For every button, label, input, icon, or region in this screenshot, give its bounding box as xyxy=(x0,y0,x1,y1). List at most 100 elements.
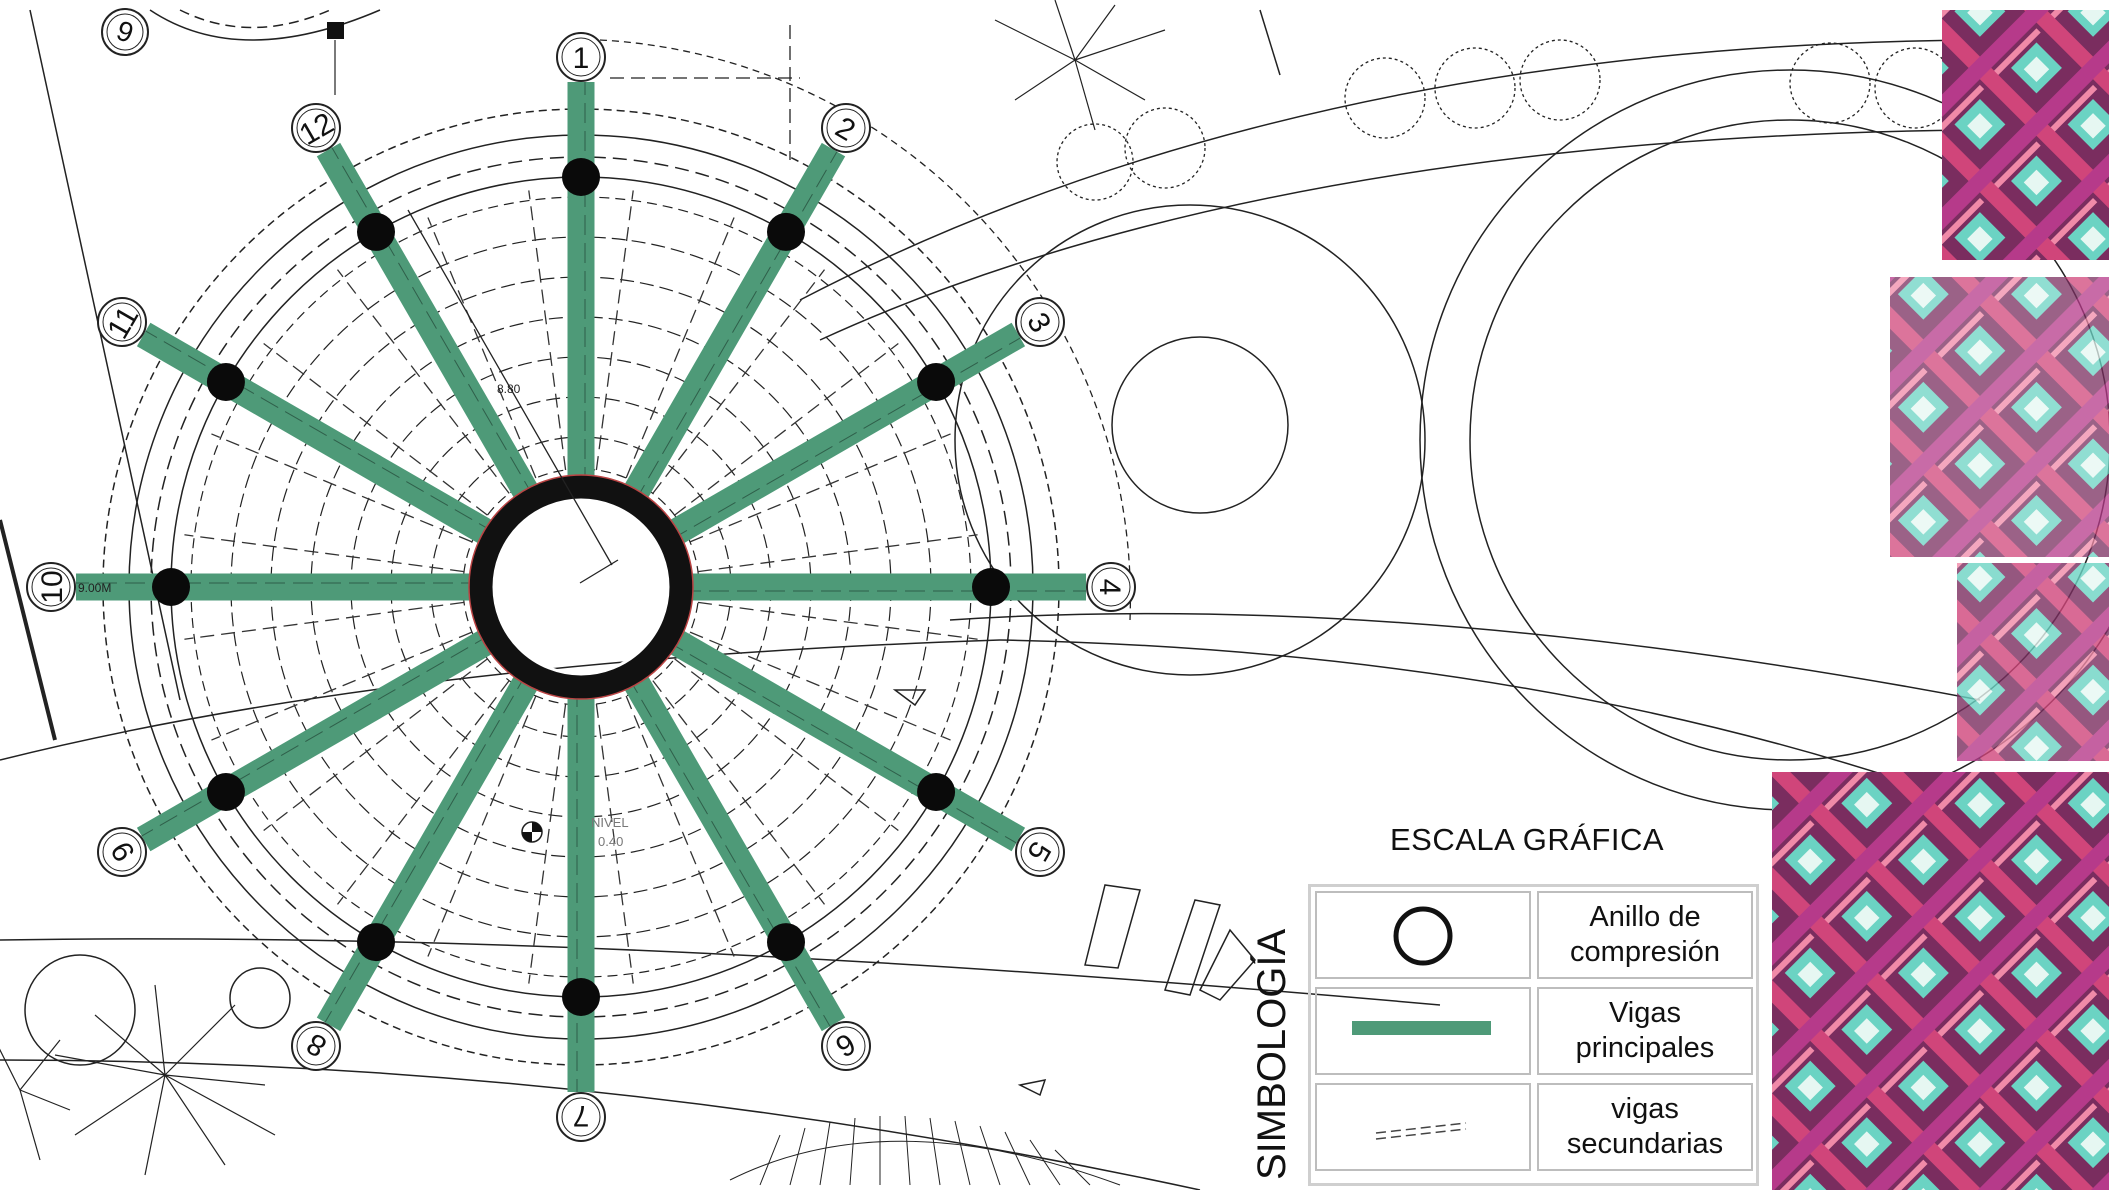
level-value: 0.40 xyxy=(598,834,623,849)
main-beams xyxy=(76,82,1086,1092)
level-label: NIVEL xyxy=(591,815,629,830)
secondary-beam xyxy=(697,601,978,640)
column xyxy=(917,773,956,811)
legend-symbol-cell xyxy=(1315,1083,1531,1171)
secondary-beam xyxy=(528,703,567,984)
beam-centerline xyxy=(665,640,1017,844)
main-beam xyxy=(660,322,1026,549)
legend-symbols xyxy=(1352,906,1491,1140)
furniture xyxy=(892,689,1256,1097)
axis-marker-11: 11 xyxy=(97,297,148,347)
secondary-beam-icon xyxy=(1375,1122,1467,1140)
level-marker-icon xyxy=(521,821,543,843)
secondary-beam xyxy=(652,269,826,494)
secondary-beam xyxy=(674,342,899,516)
main-beam xyxy=(619,666,846,1032)
legend-label-line2: principales xyxy=(1575,1032,1715,1064)
column xyxy=(206,773,245,811)
column xyxy=(206,363,245,401)
axis-marker-7: 7 xyxy=(556,1092,606,1142)
legend-title: ESCALA GRÁFICA xyxy=(1390,822,1665,857)
axis-marker-12: 12 xyxy=(291,103,341,154)
column xyxy=(917,363,956,401)
secondary-beam xyxy=(625,217,735,479)
dimension-lines xyxy=(407,209,619,584)
lattice-texture-images xyxy=(1772,10,2109,1190)
axis-label: 4 xyxy=(1093,579,1126,596)
legend-side-label: SIMBOLOGÍA xyxy=(1250,928,1294,1180)
main-beam xyxy=(136,625,502,852)
columns xyxy=(152,158,1010,1016)
secondary-beam xyxy=(595,703,634,984)
beam-centerline xyxy=(141,633,493,837)
column xyxy=(767,212,805,251)
legend-label-line1: Vigas xyxy=(1608,997,1681,1029)
column xyxy=(767,923,805,962)
beam-centerline xyxy=(331,147,535,499)
axis-label: 1 xyxy=(573,42,590,75)
column xyxy=(357,212,395,251)
secondary-beam xyxy=(184,601,465,640)
axis-marker-2: 2 xyxy=(821,103,871,154)
secondary-beam xyxy=(211,631,473,741)
beam-centerline xyxy=(324,671,528,1023)
column xyxy=(972,568,1010,606)
legend-label-line1: vigas xyxy=(1611,1093,1679,1125)
column xyxy=(152,568,190,606)
main-beam xyxy=(619,142,846,508)
column xyxy=(357,923,395,962)
axis-marker-1: 1 xyxy=(556,32,606,82)
secondary-beam xyxy=(427,695,537,957)
main-beam xyxy=(316,666,543,1032)
legend-symbol-cell xyxy=(1315,987,1531,1075)
legend-label-line2: secundarias xyxy=(1566,1128,1724,1160)
secondary-beam xyxy=(336,680,510,905)
axis-marker-6: 6 xyxy=(821,1020,871,1071)
axis-marker-4: 4 xyxy=(1086,562,1136,612)
secondary-beam xyxy=(674,658,899,832)
beam-centerline xyxy=(669,337,1021,541)
axis-marker-3: 3 xyxy=(1014,297,1065,347)
trees xyxy=(1056,39,2051,201)
axis-marker-5: 5 xyxy=(1014,827,1065,877)
secondary-beam xyxy=(625,695,735,957)
legend-label-line2: compresión xyxy=(1570,936,1720,968)
secondary-beam xyxy=(211,433,473,543)
dimension-width-label: 9.00M xyxy=(78,581,111,595)
beam-centerline xyxy=(145,330,497,534)
axis-marker-8: 8 xyxy=(291,1020,341,1071)
dome-rings xyxy=(102,25,1132,1066)
main-beam xyxy=(136,322,502,549)
column xyxy=(562,158,600,196)
secondary-beam xyxy=(263,658,488,832)
secondary-beam xyxy=(427,217,537,479)
main-beam xyxy=(316,142,543,508)
axis-label: 10 xyxy=(36,570,69,603)
axis-marker-corner: 6 xyxy=(101,8,149,56)
secondary-beam xyxy=(263,342,488,516)
secondary-beam xyxy=(595,190,634,471)
legend-label-line1: Anillo de xyxy=(1589,901,1701,933)
fan-hatch xyxy=(729,1115,1121,1186)
secondary-beam xyxy=(697,534,978,573)
main-beam xyxy=(660,625,1026,852)
secondary-beam xyxy=(689,433,951,543)
secondary-beam xyxy=(689,631,951,741)
compression-ring xyxy=(468,474,694,700)
axis-label: 7 xyxy=(573,1099,590,1132)
secondary-beam xyxy=(528,190,567,471)
column xyxy=(562,978,600,1016)
secondary-beam xyxy=(336,269,510,494)
beam-centerline xyxy=(627,675,831,1027)
compression-ring-icon xyxy=(1393,906,1453,966)
secondary-beams xyxy=(184,190,978,984)
